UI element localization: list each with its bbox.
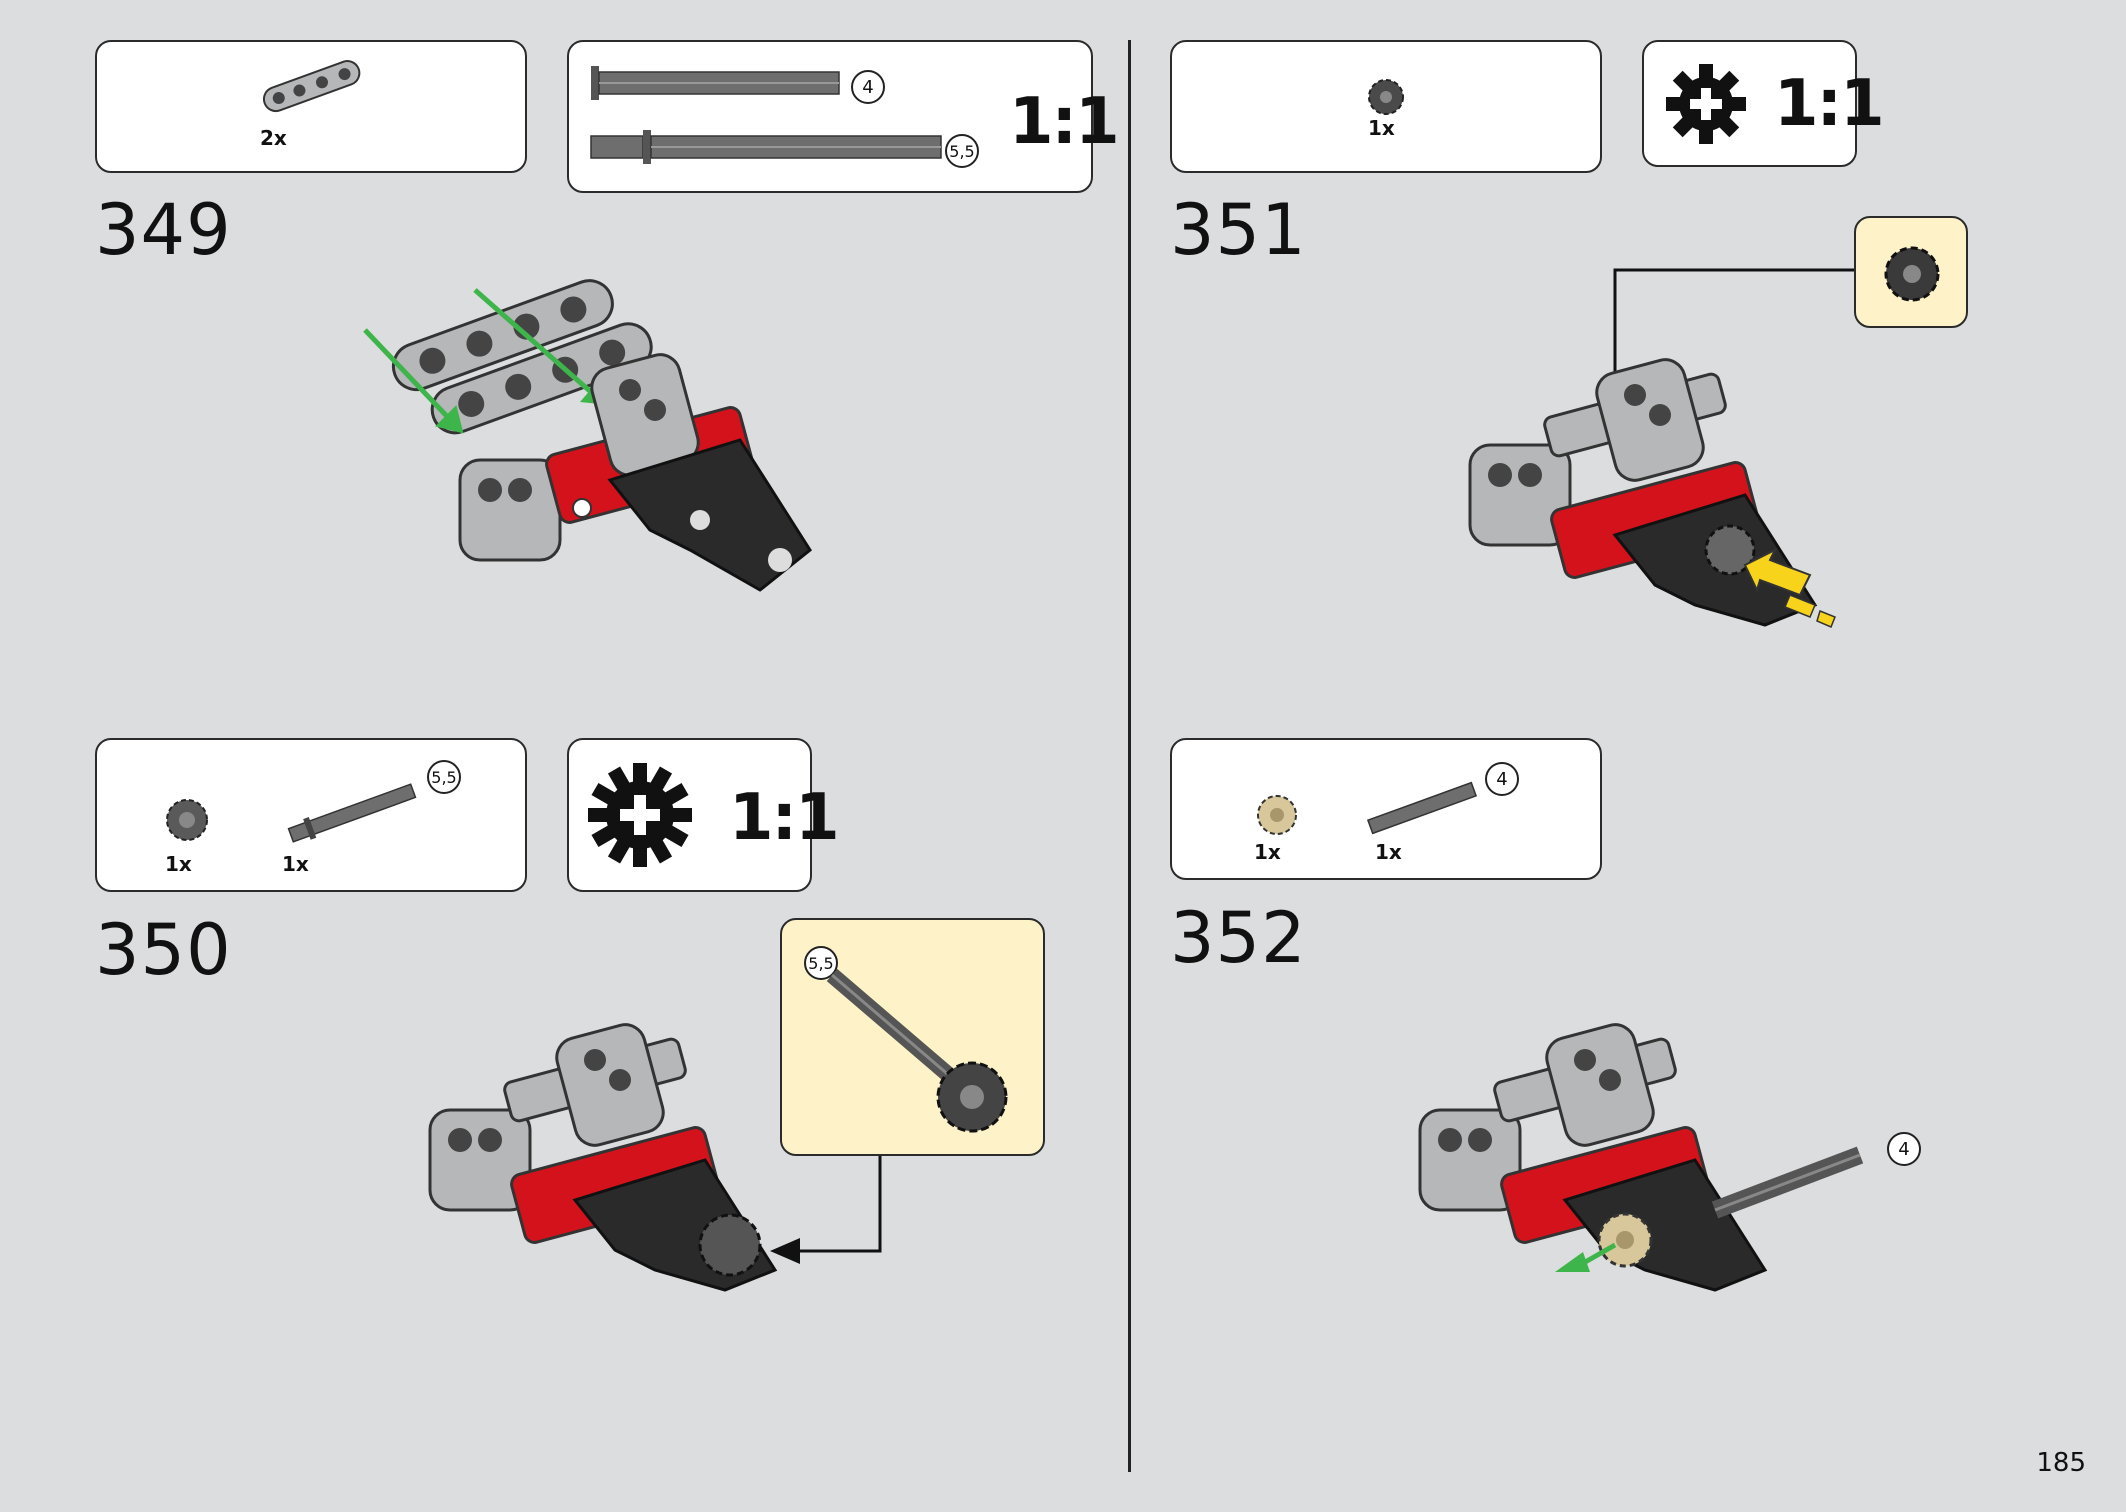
length-indicator: 4 — [1887, 1132, 1921, 1166]
model-350-illustration — [428, 1023, 778, 1292]
qty-label: 1x — [1375, 840, 1402, 864]
scale-label: 1:1 — [1009, 85, 1120, 159]
axle-part-icon — [287, 783, 417, 843]
gear-part-icon — [166, 799, 208, 841]
axle-part-icon — [1366, 781, 1478, 835]
scale-label: 1:1 — [729, 781, 840, 855]
qty-label: 1x — [1254, 840, 1281, 864]
qty-label: 2x — [260, 126, 287, 150]
scale-box-351: 1:1 — [1642, 40, 1885, 167]
step-number: 352 — [1170, 897, 1307, 979]
gear-scale-icon — [588, 763, 692, 867]
parts-list-351: 1x — [1170, 40, 1602, 173]
parts-list-352: 1x 4 1x — [1170, 738, 1602, 880]
sub-assembly-callout-350: 5,5 — [780, 918, 1045, 1156]
page-number: 185 — [2036, 1448, 2086, 1478]
scale-label: 1:1 — [1774, 67, 1885, 141]
beam-part-icon — [262, 60, 361, 113]
length-indicator: 5,5 — [427, 760, 461, 794]
model-349-illustration — [363, 279, 812, 592]
scale-box-350: 1:1 — [567, 738, 840, 892]
model-351-illustration — [1468, 358, 1836, 628]
parts-list-350: 1x 5,5 1x — [95, 738, 527, 892]
page-divider — [1128, 40, 1131, 1472]
qty-label: 1x — [282, 852, 309, 876]
tan-gear-part-icon — [1257, 795, 1297, 835]
length-indicator: 4 — [851, 70, 885, 104]
axle-4-icon — [591, 66, 840, 100]
axle-scale-box-349: 4 5,5 1:1 — [567, 40, 1120, 193]
axle-5-5-icon — [590, 130, 942, 164]
callout-arrow — [770, 1156, 882, 1264]
gear-part-icon — [1368, 79, 1404, 115]
length-indicator: 4 — [1485, 762, 1519, 796]
gear-part-icon — [1884, 246, 1940, 302]
axle-with-gear-icon — [826, 968, 1008, 1133]
step-number: 351 — [1170, 189, 1307, 271]
step-number: 350 — [95, 909, 232, 991]
step-number: 349 — [95, 189, 232, 271]
qty-label: 1x — [1368, 116, 1395, 140]
parts-list-349: 2x — [95, 40, 527, 173]
qty-label: 1x — [165, 852, 192, 876]
model-352-illustration — [1418, 1023, 1864, 1292]
part-callout-351 — [1854, 216, 1968, 328]
gear-scale-icon — [1666, 64, 1746, 144]
length-indicator: 5,5 — [804, 946, 838, 980]
length-indicator: 5,5 — [945, 134, 979, 168]
